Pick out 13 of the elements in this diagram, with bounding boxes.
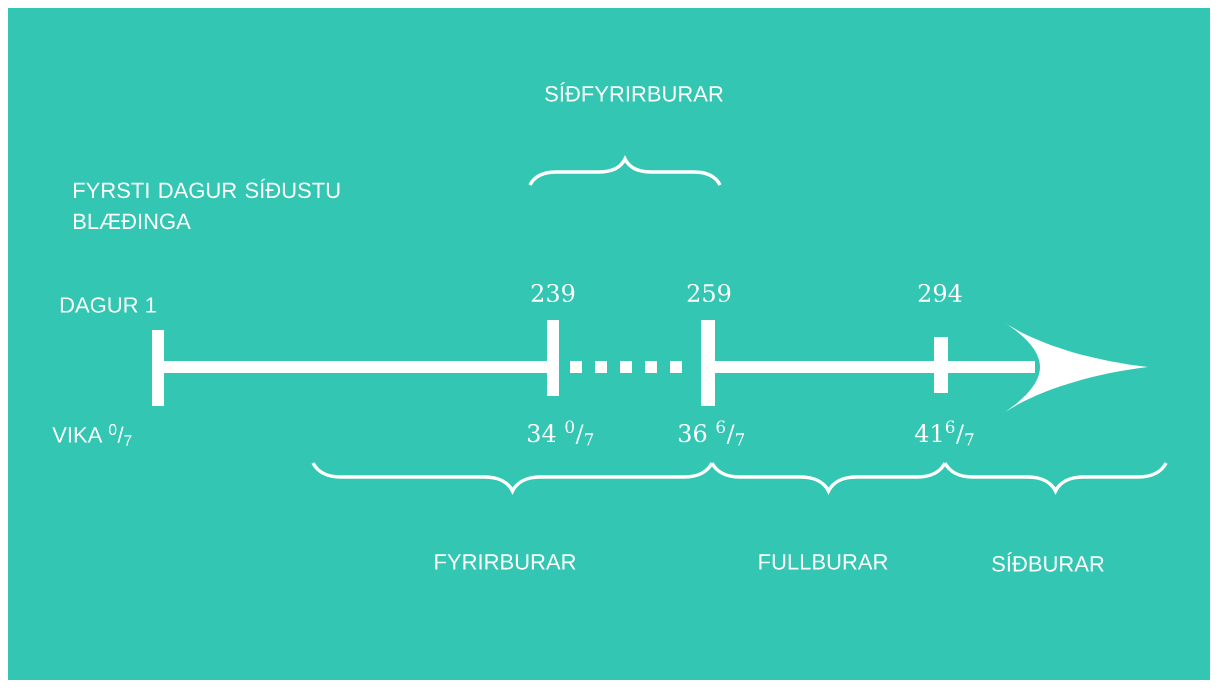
week-number: 36 $^{6}$/$_{7}$ [679,420,745,446]
category-label: SÍÐFYRIRBURAR [545,82,723,102]
week-label: VIKA $^{0}$/$_{7}$ [52,424,132,446]
category-label: SÍÐBURAR [992,552,1104,572]
day-number: 239 [531,283,575,303]
day-number: 294 [918,283,962,303]
category-label: FYRIRBURAR [435,554,576,570]
week-number: 41$^{6}$/$_{7}$ [914,420,974,446]
start-label: FYRSTI DAGUR SÍÐUSTU BLÆÐINGA [74,178,340,230]
category-label: FULLBURAR [759,554,888,570]
day-label: DAGUR 1 [60,297,156,313]
day-number: 259 [687,283,731,303]
week-number: 34 $^{0}$/$_{7}$ [528,420,594,446]
